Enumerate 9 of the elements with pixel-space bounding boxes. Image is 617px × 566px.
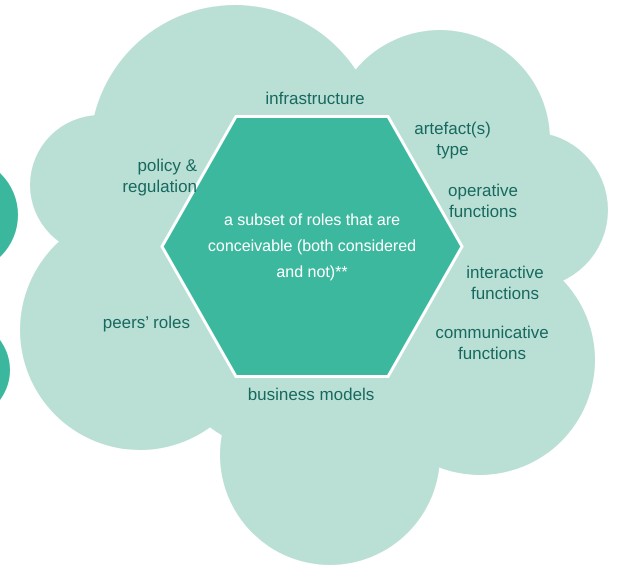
label-text: peers’ roles — [102, 312, 190, 333]
label-text: business models — [246, 384, 376, 405]
label-text: operative functions — [447, 180, 519, 222]
label-text: infrastructure — [264, 88, 366, 109]
label-text: artefact(s) type — [413, 118, 492, 160]
label-text: policy & regulation — [121, 155, 197, 197]
label-text: communicative functions — [434, 322, 550, 364]
label-text: interactive functions — [465, 262, 545, 304]
node-text: a subset of roles that are conceivable (both considered and not)** — [206, 210, 418, 282]
